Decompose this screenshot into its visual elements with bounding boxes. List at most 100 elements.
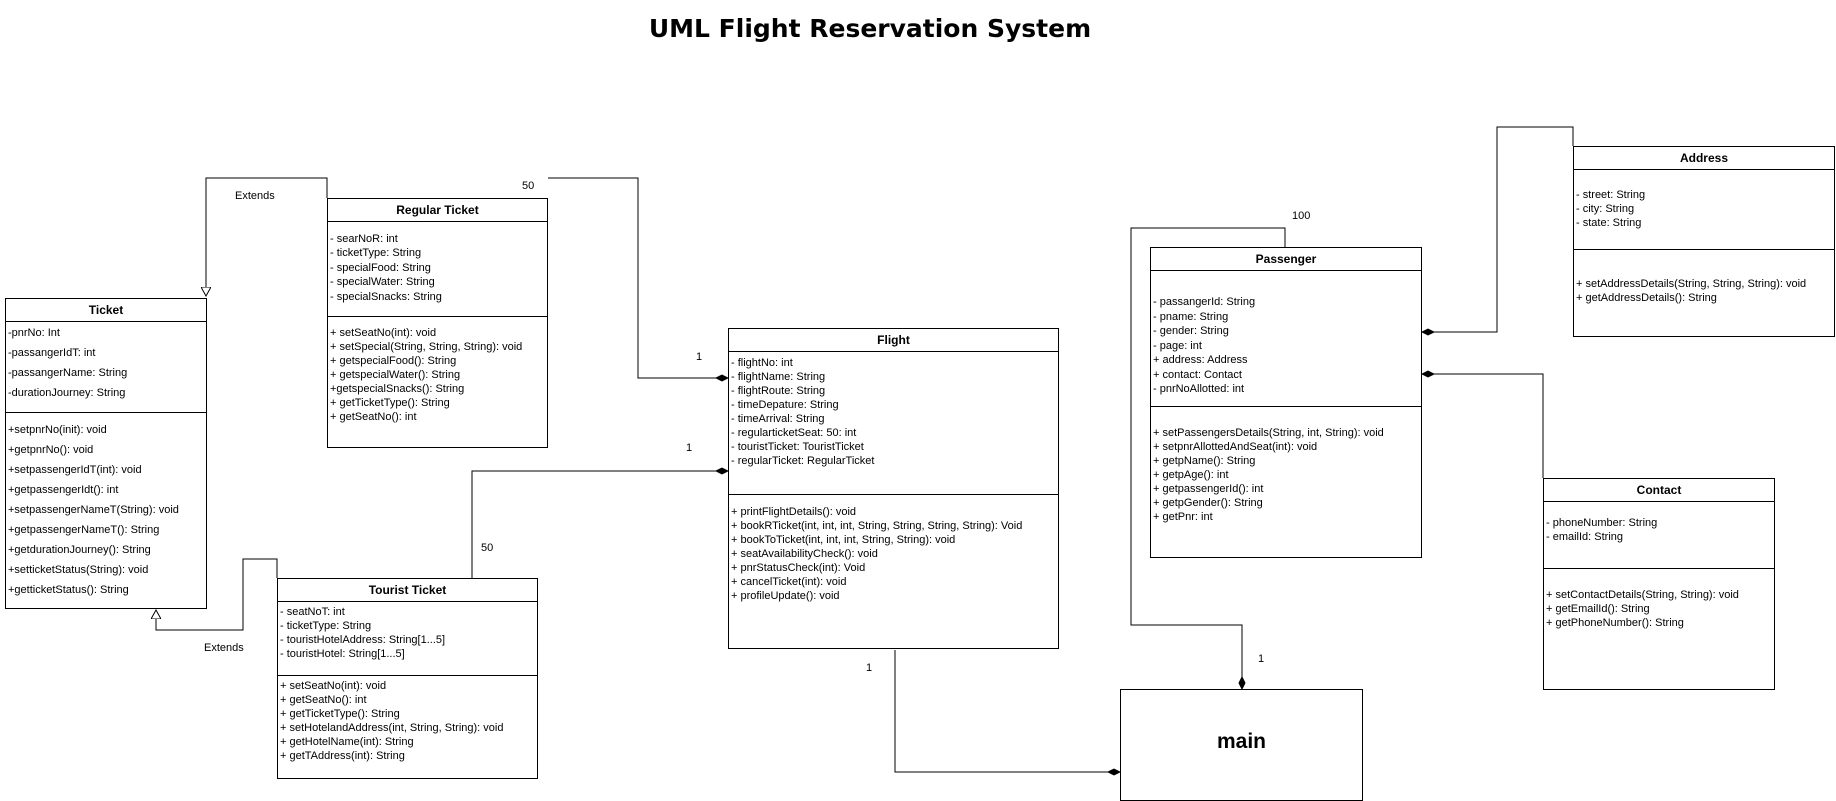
regular-ticket-method: + getTicketType(): String xyxy=(330,397,450,409)
flight-method: + profileUpdate(): void xyxy=(731,590,840,602)
flight-method: + seatAvailabilityCheck(): void xyxy=(731,548,878,560)
passenger-method: + getPnr: int xyxy=(1153,511,1213,523)
flight-attribute: - timeArrival: String xyxy=(731,413,825,425)
flight-method: + printFlightDetails(): void xyxy=(731,506,857,518)
tourist-ticket-class[interactable]: Tourist Ticket - seatNoT: int - ticketTy… xyxy=(277,578,538,779)
extends-label-regular: Extends xyxy=(235,190,275,202)
tourist-ticket-method: + getHotelName(int): String xyxy=(280,736,414,748)
tourist-ticket-method: + setHotelandAddress(int, String, String… xyxy=(280,722,504,734)
multiplicity-passenger-many: 100 xyxy=(1292,210,1311,222)
flight-attribute: - regularTicket: RegularTicket xyxy=(731,455,875,467)
ticket-method: +setpnrNo(init): void xyxy=(8,424,107,436)
regular-extends-ticket-connector xyxy=(206,177,328,296)
contact-method: + setContactDetails(String, String): voi… xyxy=(1546,589,1739,601)
flight-attribute: - flightName: String xyxy=(731,371,826,383)
passenger-main-connector xyxy=(1130,227,1286,689)
address-attribute: - state: String xyxy=(1576,217,1642,229)
regular-ticket-attribute: - specialWater: String xyxy=(330,276,435,288)
passenger-attribute: - pnrNoAllotted: int xyxy=(1153,383,1245,395)
address-method: + setAddressDetails(String, String, Stri… xyxy=(1576,278,1807,290)
passenger-attribute: + contact: Contact xyxy=(1153,369,1242,381)
passenger-methods: + setPassengersDetails(String, int, Stri… xyxy=(1151,406,1421,557)
ticket-method: +setpassengerNameT(String): void xyxy=(8,504,179,516)
regular-ticket-method: + setSeatNo(int): void xyxy=(330,327,437,339)
address-methods: + setAddressDetails(String, String, Stri… xyxy=(1574,249,1834,336)
multiplicity-regular-one: 1 xyxy=(696,351,703,363)
passenger-attribute: - gender: String xyxy=(1153,325,1229,337)
flight-methods: + printFlightDetails(): void + bookRTick… xyxy=(729,494,1058,648)
ticket-attribute: -passangerIdT: int xyxy=(8,347,96,359)
ticket-attribute: -durationJourney: String xyxy=(8,387,126,399)
ticket-methods: +setpnrNo(init): void +getpnrNo(): void … xyxy=(6,412,206,608)
flight-method: + pnrStatusCheck(int): Void xyxy=(731,562,866,574)
extends-label-tourist: Extends xyxy=(204,642,244,654)
flight-attribute: - flightNo: int xyxy=(731,357,793,369)
ticket-class[interactable]: Ticket -pnrNo: Int -passangerIdT: int -p… xyxy=(5,298,207,609)
passenger-attribute: - passangerId: String xyxy=(1153,296,1256,308)
regular-ticket-class-name: Regular Ticket xyxy=(328,199,547,222)
flight-main-connector xyxy=(894,650,1120,772)
address-attribute: - street: String xyxy=(1576,189,1646,201)
ticket-attribute: -passangerName: String xyxy=(8,367,128,379)
flight-attribute: - touristTicket: TouristTicket xyxy=(731,441,864,453)
regular-ticket-attribute: - specialSnacks: String xyxy=(330,291,442,303)
flight-method: + bookRTicket(int, int, int, String, Str… xyxy=(731,520,1023,532)
regular-ticket-method: + getspecialFood(): String xyxy=(330,355,457,367)
address-attributes: - street: String - city: String - state:… xyxy=(1574,169,1834,250)
regular-ticket-method: + getspecialWater(): String xyxy=(330,369,461,381)
multiplicity-passenger-one: 1 xyxy=(1258,653,1265,665)
ticket-method: +setticketStatus(String): void xyxy=(8,564,149,576)
address-class-name: Address xyxy=(1574,147,1834,170)
regular-ticket-method: +getspecialSnacks(): String xyxy=(330,383,465,395)
passenger-attribute: - pname: String xyxy=(1153,311,1229,323)
ticket-attributes: -pnrNo: Int -passangerIdT: int -passange… xyxy=(6,321,206,412)
tourist-ticket-methods: + setSeatNo(int): void + getSeatNo(): in… xyxy=(278,675,537,778)
regular-ticket-attribute: - searNoR: int xyxy=(330,233,398,245)
flight-class[interactable]: Flight - flightNo: int - flightName: Str… xyxy=(728,328,1059,649)
tourist-ticket-attribute: - touristHotel: String[1...5] xyxy=(280,648,405,660)
regular-ticket-attribute: - specialFood: String xyxy=(330,262,431,274)
regular-ticket-attribute: - ticketType: String xyxy=(330,247,422,259)
contact-class-name: Contact xyxy=(1544,479,1774,502)
passenger-attribute: + address: Address xyxy=(1153,354,1248,366)
tourist-ticket-attribute: - seatNoT: int xyxy=(280,606,345,618)
flight-method: + bookToTicket(int, int, int, String, St… xyxy=(731,534,956,546)
ticket-method: +getpnrNo(): void xyxy=(8,444,94,456)
contact-method: + getPhoneNumber(): String xyxy=(1546,617,1684,629)
tourist-extends-ticket-connector xyxy=(156,558,278,631)
flight-class-name: Flight xyxy=(729,329,1058,352)
ticket-method: +getdurationJourney(): String xyxy=(8,544,151,556)
ticket-method: +setpassengerIdT(int): void xyxy=(8,464,142,476)
passenger-attribute: - page: int xyxy=(1153,340,1202,352)
flight-method: + cancelTicket(int): void xyxy=(731,576,847,588)
ticket-method: +getpassengerNameT(): String xyxy=(8,524,160,536)
regular-ticket-methods: + setSeatNo(int): void + setSpecial(Stri… xyxy=(328,316,547,447)
multiplicity-tourist-many: 50 xyxy=(481,542,494,554)
passenger-method: + getpassengerId(): int xyxy=(1153,483,1264,495)
contact-class[interactable]: Contact - phoneNumber: String - emailId:… xyxy=(1543,478,1775,690)
contact-methods: + setContactDetails(String, String): voi… xyxy=(1544,568,1774,689)
diagram-title: UML Flight Reservation System xyxy=(648,14,1092,43)
regular-flight-connector xyxy=(548,177,728,378)
passenger-method: + getpAge(): int xyxy=(1153,469,1229,481)
tourist-ticket-attribute: - touristHotelAddress: String[1...5] xyxy=(280,634,446,646)
main-class[interactable]: main xyxy=(1120,689,1363,801)
ticket-class-name: Ticket xyxy=(6,299,206,322)
regular-ticket-class[interactable]: Regular Ticket - searNoR: int - ticketTy… xyxy=(327,198,548,448)
passenger-class[interactable]: Passenger - passangerId: String - pname:… xyxy=(1150,247,1422,558)
passenger-class-name: Passenger xyxy=(1151,248,1421,271)
flight-attribute: - regularticketSeat: 50: int xyxy=(731,427,857,439)
contact-attribute: - phoneNumber: String xyxy=(1546,517,1658,529)
passenger-attributes: - passangerId: String - pname: String - … xyxy=(1151,270,1421,407)
tourist-ticket-attributes: - seatNoT: int - ticketType: String - to… xyxy=(278,601,537,665)
contact-method: + getEmailId(): String xyxy=(1546,603,1650,615)
tourist-ticket-method: + getTAddress(int): String xyxy=(280,750,405,762)
address-method: + getAddressDetails(): String xyxy=(1576,292,1717,304)
main-class-name: main xyxy=(1216,730,1266,753)
tourist-ticket-method: + getTicketType(): String xyxy=(280,708,400,720)
flight-attribute: - timeDepature: String xyxy=(731,399,839,411)
passenger-method: + getpName(): String xyxy=(1153,455,1256,467)
contact-attribute: - emailId: String xyxy=(1546,531,1624,543)
address-class[interactable]: Address - street: String - city: String … xyxy=(1573,146,1835,337)
